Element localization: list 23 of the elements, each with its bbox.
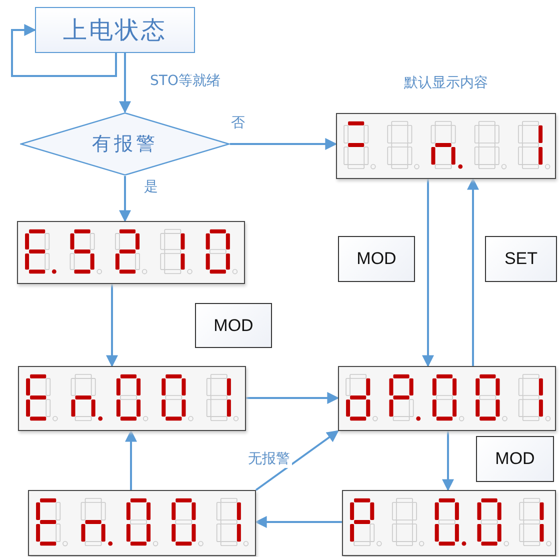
arrow [106, 284, 118, 368]
edge-label: 无报警 [246, 450, 292, 468]
caption-text: 默认显示内容 [404, 74, 488, 92]
decision-text: 有报警 [92, 132, 158, 157]
arrow [422, 179, 434, 368]
edge-label: 否 [229, 114, 247, 132]
process-box: 上电状态 [35, 7, 195, 53]
arrow [11, 24, 117, 77]
key-label-box: MOD [195, 303, 272, 348]
arrow [254, 516, 342, 528]
edge-label: 是 [142, 178, 160, 196]
key-label-box: MOD [338, 236, 415, 282]
arrow [119, 53, 131, 114]
arrow [246, 392, 340, 404]
arrow [255, 430, 339, 491]
arrow [119, 176, 131, 222]
arrow [467, 178, 479, 366]
arrow [230, 138, 338, 150]
key-label-box: MOD [476, 436, 554, 482]
key-label-box: SET [485, 236, 557, 282]
arrow [125, 430, 137, 490]
arrow [442, 431, 454, 492]
edge-label: STO等就绪 [148, 72, 222, 90]
